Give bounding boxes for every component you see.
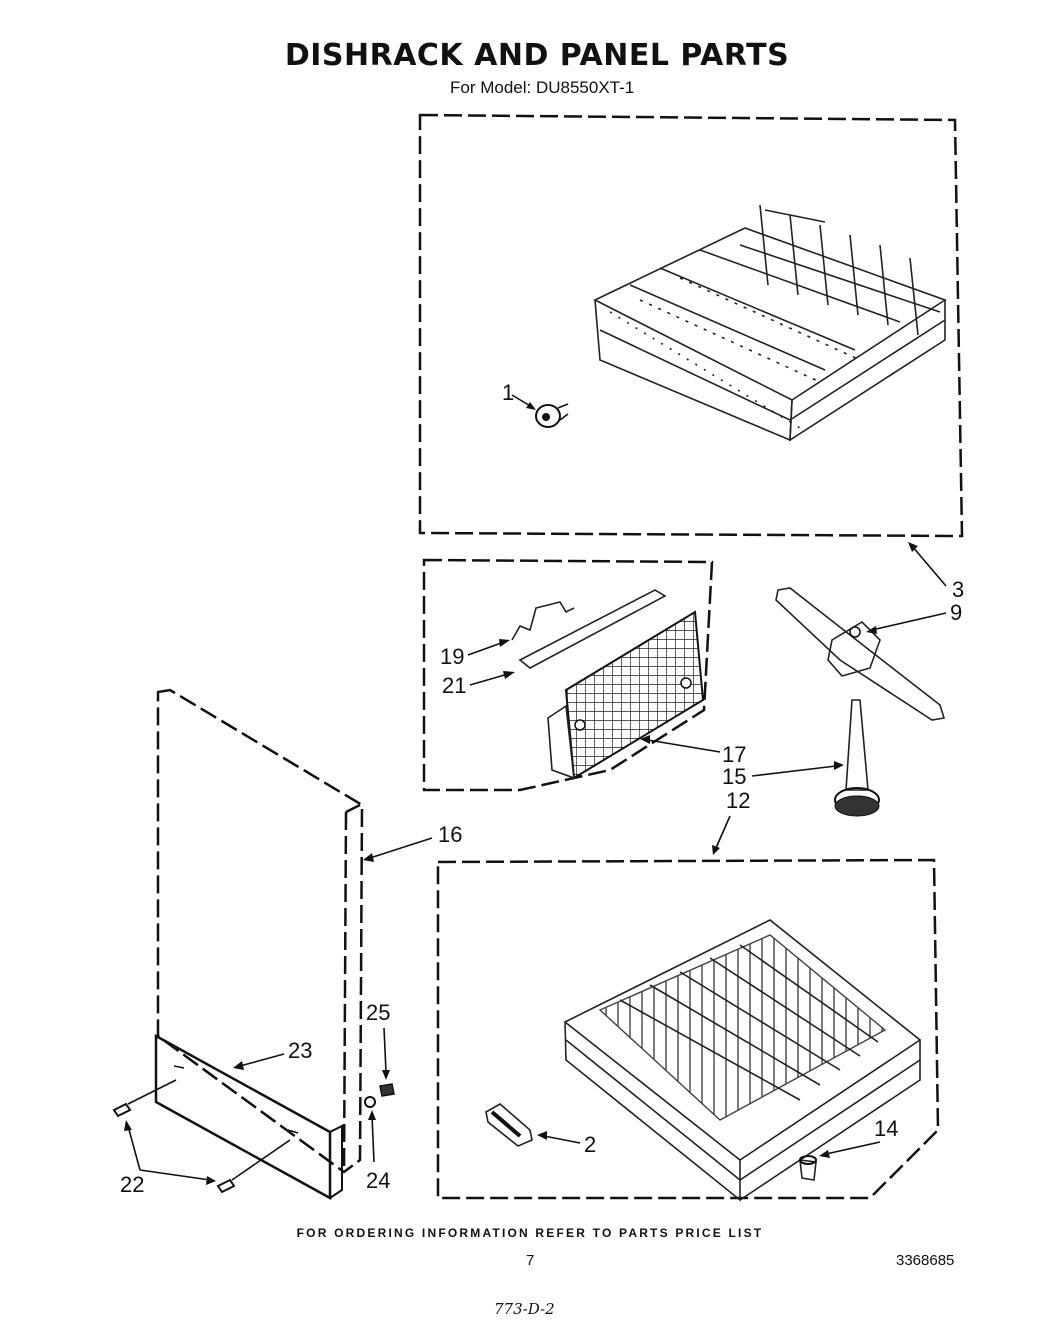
callout-1: 1 xyxy=(502,380,514,405)
model-subtitle: For Model: DU8550XT-1 xyxy=(450,78,635,97)
lower-rack-box xyxy=(436,858,940,1200)
part-15-spray-tower xyxy=(834,699,880,817)
page-title: DISHRACK AND PANEL PARTS xyxy=(284,38,790,73)
callout-14: 14 xyxy=(874,1116,898,1141)
handwritten-code: 773-D-2 xyxy=(494,1300,555,1318)
part-14-bushing xyxy=(799,1155,817,1181)
upper-dishrack xyxy=(593,204,947,442)
callout-17: 17 xyxy=(722,742,746,767)
callout-24: 24 xyxy=(366,1168,390,1193)
page-number: 7 xyxy=(526,1252,535,1269)
part-17-filter-screen xyxy=(547,610,705,780)
part-24-25-fasteners xyxy=(364,1083,395,1108)
callout-9: 9 xyxy=(950,600,962,625)
callout-15: 15 xyxy=(722,764,746,789)
callout-19: 19 xyxy=(440,644,464,669)
callout-2: 2 xyxy=(584,1132,596,1157)
callout-23: 23 xyxy=(288,1038,312,1063)
callout-3: 3 xyxy=(952,577,964,602)
upper-rack-box xyxy=(418,113,964,538)
part-9-spray-arm xyxy=(775,587,946,721)
callout-12: 12 xyxy=(726,788,750,813)
callout-21: 21 xyxy=(442,673,466,698)
part-19-bracket xyxy=(511,601,575,641)
lower-dishrack xyxy=(563,919,922,1202)
document-number: 3368685 xyxy=(896,1252,955,1269)
ordering-note: FOR ORDERING INFORMATION REFER TO PARTS … xyxy=(296,1226,764,1240)
part-21-strip xyxy=(518,589,667,669)
part-16-door-panel xyxy=(156,688,364,1174)
callout-22: 22 xyxy=(120,1172,144,1197)
part-23-trim-panel xyxy=(154,1033,343,1201)
part-1-rack-roller xyxy=(535,403,569,428)
part-22-screws xyxy=(112,1079,291,1194)
callout-16: 16 xyxy=(438,822,462,847)
part-2-rack-end-cap xyxy=(485,1103,533,1147)
filter-parts-box xyxy=(422,558,714,792)
callout-25: 25 xyxy=(366,1000,390,1025)
